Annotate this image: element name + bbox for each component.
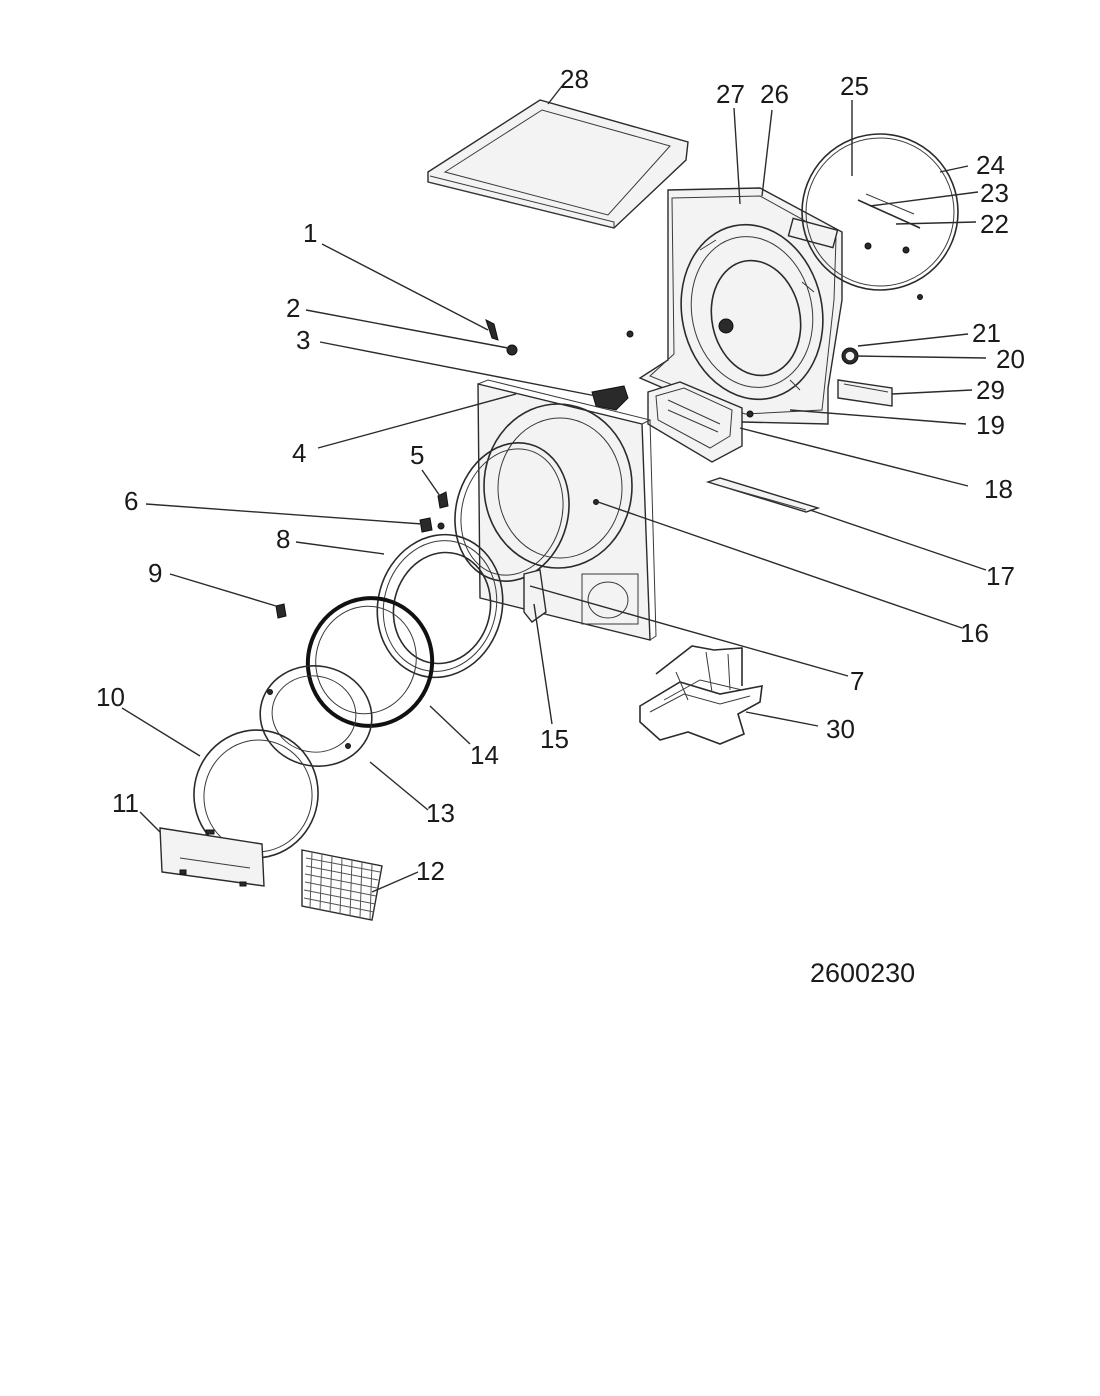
callout-8: 8 bbox=[276, 524, 291, 554]
part-grille bbox=[301, 849, 383, 921]
part-door-inner-frame bbox=[259, 665, 373, 767]
part-door-lock bbox=[591, 385, 629, 411]
part-small-clips bbox=[419, 491, 449, 533]
callout-19: 19 bbox=[976, 410, 1005, 440]
callout-11: 11 bbox=[112, 788, 139, 818]
leader-lines bbox=[121, 85, 987, 893]
drawing-code: 2600230 bbox=[810, 958, 916, 988]
callout-13: 13 bbox=[426, 798, 455, 828]
part-filter-frame bbox=[705, 477, 821, 513]
callout-15: 15 bbox=[540, 724, 569, 754]
part-control-cover bbox=[159, 827, 265, 887]
part-rear-frame bbox=[638, 187, 843, 425]
part-top-cover bbox=[427, 99, 689, 229]
callout-14: 14 bbox=[470, 740, 499, 770]
callout-28: 28 bbox=[560, 64, 589, 94]
callout-23: 23 bbox=[980, 178, 1009, 208]
callout-5: 5 bbox=[410, 440, 425, 470]
callout-25: 25 bbox=[840, 71, 869, 101]
part-back-ring bbox=[801, 133, 959, 291]
callout-26: 26 bbox=[760, 79, 789, 109]
part-door-frame bbox=[376, 533, 504, 679]
callout-1: 1 bbox=[303, 218, 318, 248]
part-screws bbox=[485, 319, 518, 356]
callout-3: 3 bbox=[296, 325, 311, 355]
callout-16: 16 bbox=[960, 618, 989, 648]
part-filter-housing bbox=[647, 381, 743, 463]
callout-6: 6 bbox=[124, 486, 139, 516]
callout-7: 7 bbox=[850, 666, 865, 696]
part-screw-9 bbox=[275, 603, 287, 619]
callout-9: 9 bbox=[148, 558, 163, 588]
part-door-glass-ring bbox=[305, 596, 435, 728]
callout-21: 21 bbox=[972, 318, 1001, 348]
part-wire-rack bbox=[639, 645, 763, 745]
callout-10: 10 bbox=[96, 682, 125, 712]
part-rear-small-components bbox=[626, 294, 923, 418]
callout-17: 17 bbox=[986, 561, 1015, 591]
callout-4: 4 bbox=[292, 438, 307, 468]
callout-22: 22 bbox=[980, 209, 1009, 239]
callout-24: 24 bbox=[976, 150, 1005, 180]
callout-29: 29 bbox=[976, 375, 1005, 405]
callout-27: 27 bbox=[716, 79, 745, 109]
callout-30: 30 bbox=[826, 714, 855, 744]
part-hinge-bracket bbox=[523, 569, 547, 623]
part-front-panel bbox=[477, 379, 657, 641]
callout-20: 20 bbox=[996, 344, 1025, 374]
callout-2: 2 bbox=[286, 293, 301, 323]
callout-18: 18 bbox=[984, 474, 1013, 504]
callout-12: 12 bbox=[416, 856, 445, 886]
